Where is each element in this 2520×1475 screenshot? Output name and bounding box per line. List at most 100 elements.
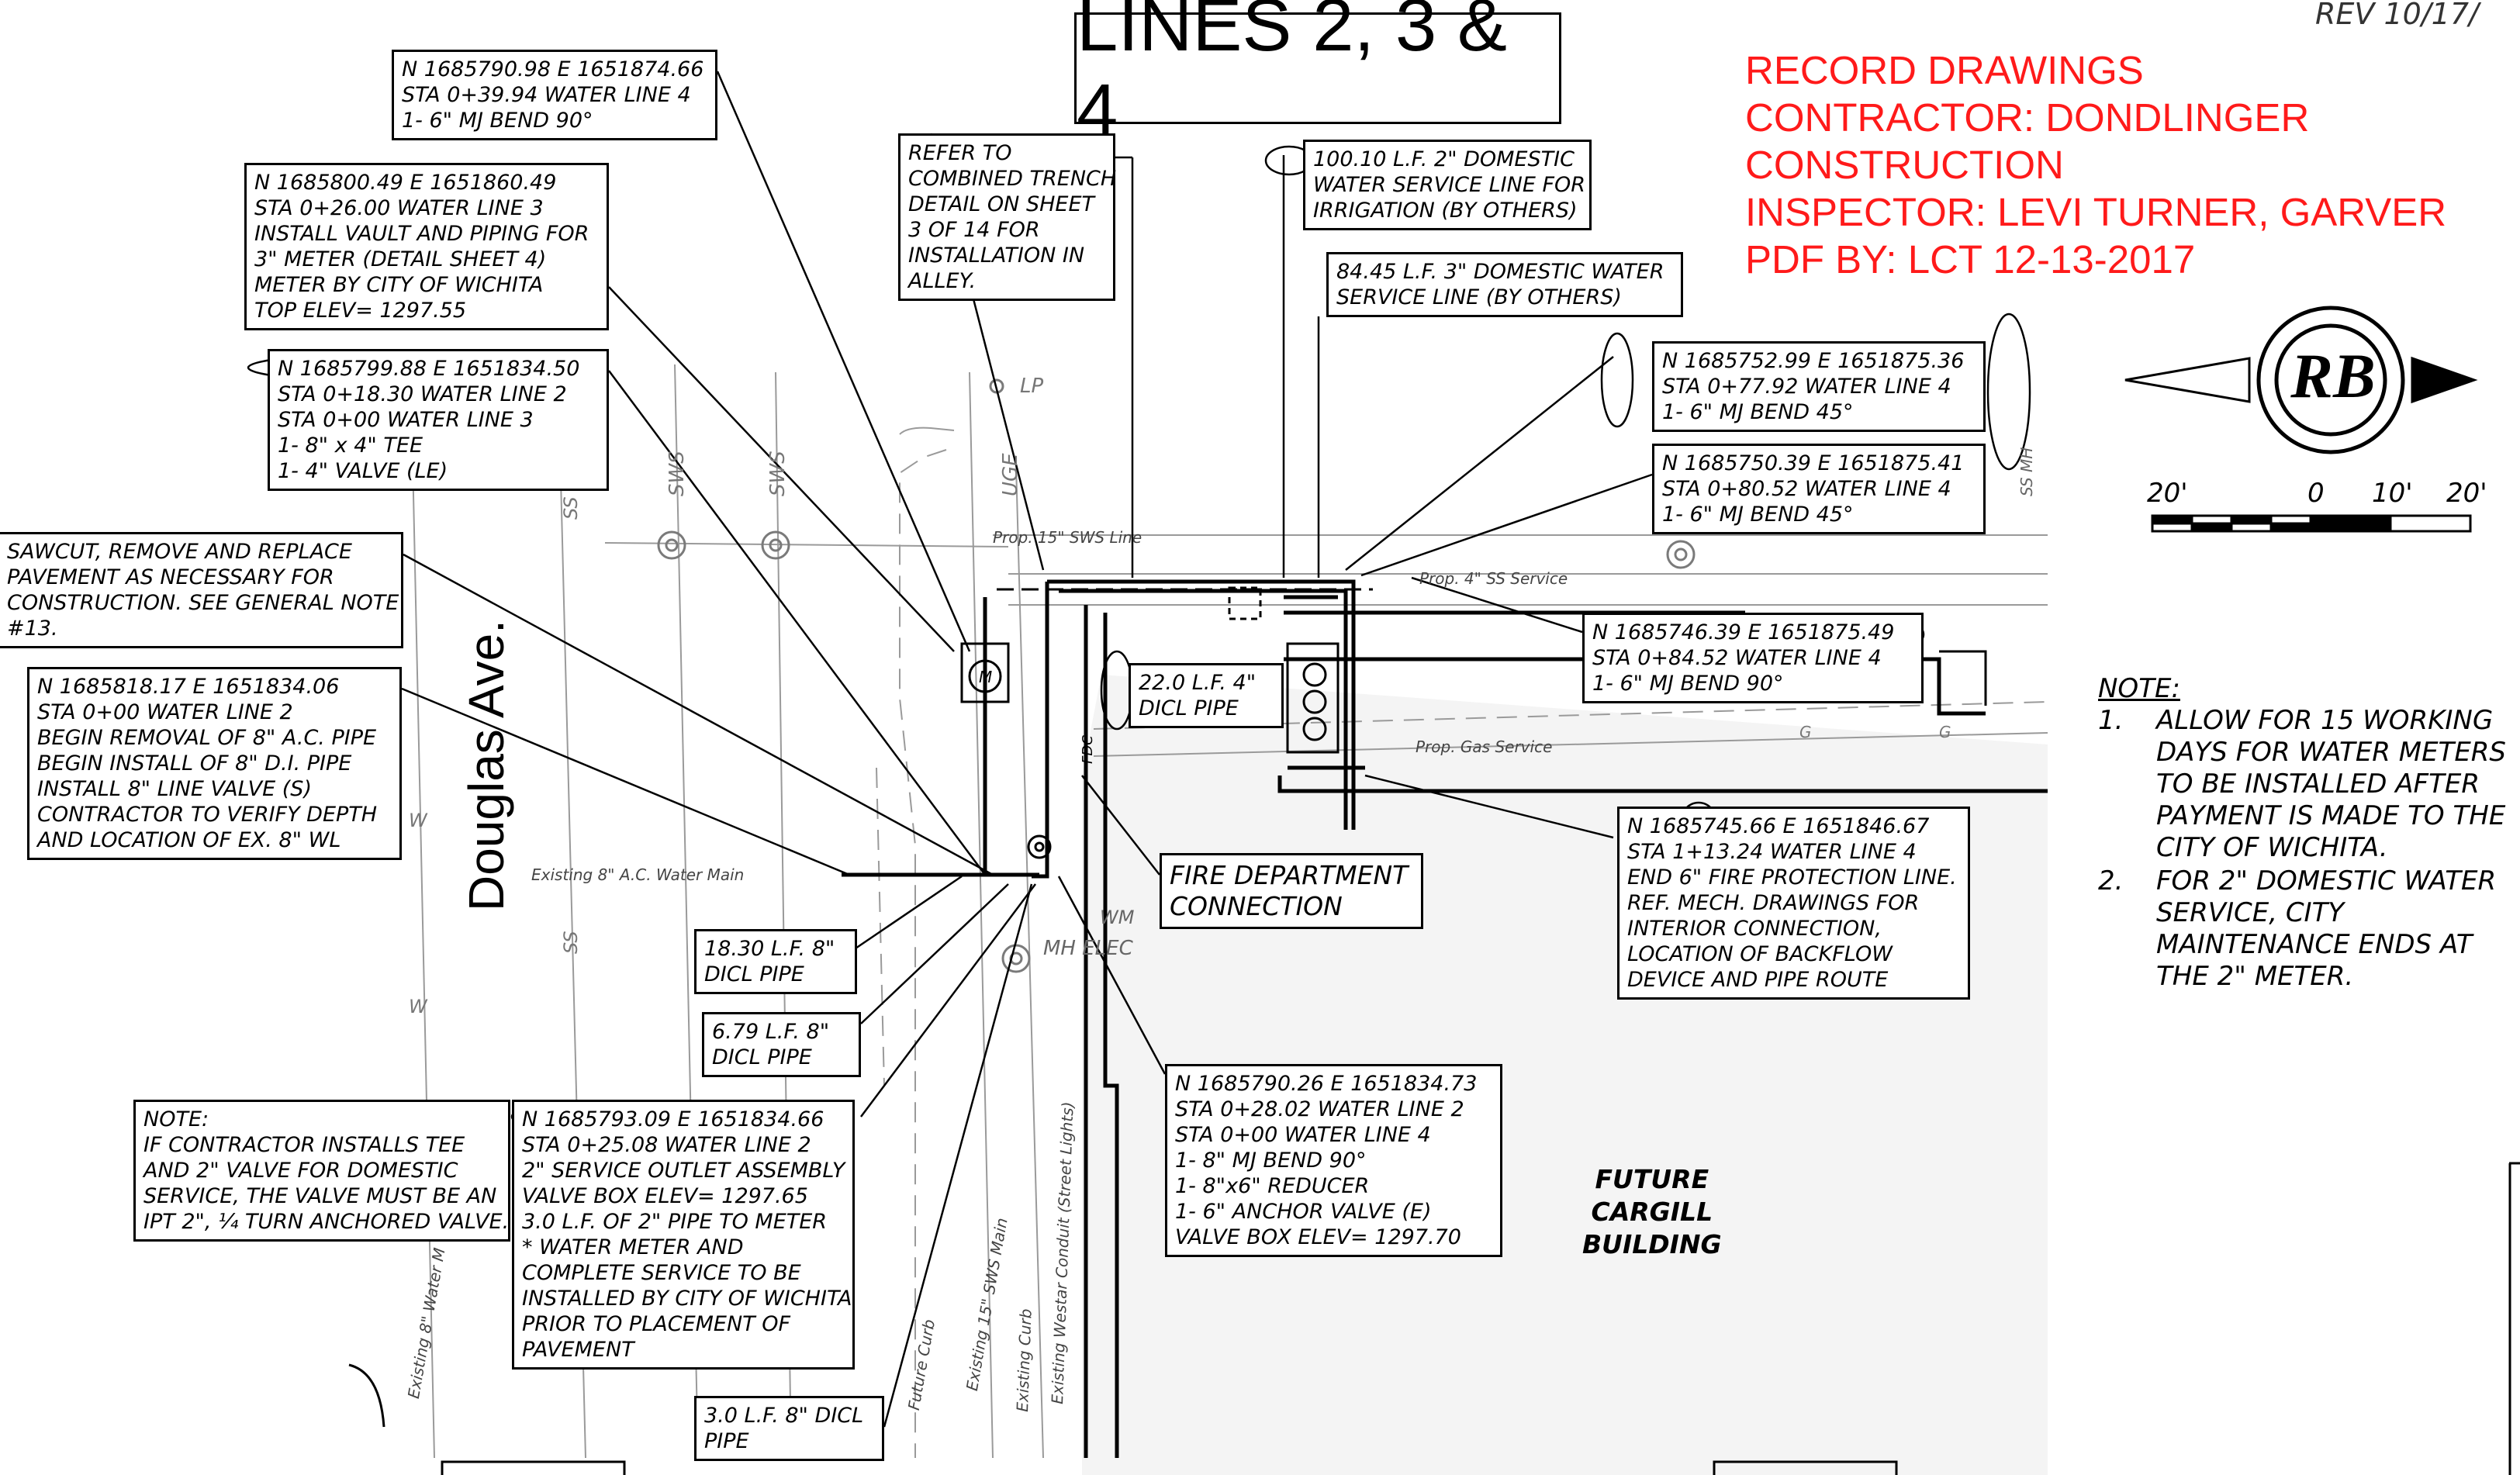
- callout-domestic-3in: 84.45 L.F. 3" DOMESTIC WATER SERVICE LIN…: [1326, 252, 1683, 317]
- logo-rb: RB: [2290, 340, 2376, 411]
- callout-line: STA 0+18.30 WATER LINE 2: [278, 382, 567, 406]
- callout-line: COMPLETE SERVICE TO BE: [522, 1261, 801, 1285]
- callout-line: STA 0+77.92 WATER LINE 4: [1662, 375, 1951, 399]
- callout-line: STA 1+13.24 WATER LINE 4: [1627, 840, 1917, 864]
- note-line: THE 2" METER.: [2156, 961, 2354, 992]
- note-line: MAINTENANCE ENDS AT: [2156, 929, 2473, 960]
- callout-line: 1- 8" MJ BEND 90°: [1175, 1149, 1367, 1173]
- callout-line: 6.79 L.F. 8": [712, 1020, 830, 1044]
- callout-line: INTERIOR CONNECTION,: [1627, 917, 1882, 941]
- callout-contractor-note: NOTE: IF CONTRACTOR INSTALLS TEE AND 2" …: [133, 1100, 510, 1242]
- callout-line: STA 0+84.52 WATER LINE 4: [1592, 646, 1882, 670]
- callout-line: DICL PIPE: [1139, 696, 1239, 720]
- callout-line: STA 0+00 WATER LINE 2: [37, 700, 293, 724]
- callout-line: N 1685818.17 E 1651834.06: [37, 675, 340, 699]
- callout-line: 18.30 L.F. 8": [704, 937, 835, 961]
- note-line: CITY OF WICHITA.: [2156, 832, 2388, 863]
- callout-line: 22.0 L.F. 4": [1139, 671, 1257, 695]
- callout-line: 1- 8" x 4" TEE: [278, 434, 423, 458]
- callout-line: N 1685793.09 E 1651834.66: [522, 1107, 824, 1131]
- callout-wl4-bend90-a: N 1685790.98 E 1651874.66 STA 0+39.94 WA…: [392, 50, 717, 140]
- note-line: ALLOW FOR 15 WORKING: [2156, 705, 2494, 736]
- label-sws-line: Prop. 15" SWS Line: [993, 528, 1142, 547]
- note-number: 2.: [2098, 865, 2124, 896]
- callout-wl4-bend45-a: N 1685752.99 E 1651875.36 STA 0+77.92 WA…: [1652, 341, 1986, 432]
- callout-sawcut: SAWCUT, REMOVE AND REPLACE PAVEMENT AS N…: [0, 532, 403, 648]
- callout-line: * WATER METER AND: [522, 1235, 744, 1259]
- callout-line: N 1685790.26 E 1651834.73: [1175, 1072, 1478, 1096]
- label-existing-curb: Existing Curb: [1012, 1308, 1035, 1413]
- callout-line: 1- 4" VALVE (LE): [278, 459, 448, 483]
- notes-heading: NOTE:: [2098, 673, 2180, 704]
- label-w-2: W: [409, 996, 427, 1017]
- label-meter: M: [979, 668, 993, 686]
- callout-line: COMBINED TRENCH: [908, 167, 1117, 191]
- callout-line: 1- 8"x6" REDUCER: [1175, 1174, 1370, 1198]
- callout-wl2-begin: N 1685818.17 E 1651834.06 STA 0+00 WATER…: [27, 667, 402, 860]
- callout-line: SERVICE, THE VALVE MUST BE AN: [143, 1184, 497, 1208]
- building-line: FUTURE: [1595, 1164, 1709, 1194]
- callout-line: STA 0+25.08 WATER LINE 2: [522, 1133, 811, 1157]
- label-sws-1: SWS: [766, 451, 790, 496]
- fire-department-connection: FIRE DEPARTMENT CONNECTION: [1160, 853, 1423, 929]
- record-line: CONTRACTOR: DONDLINGER: [1745, 95, 2310, 140]
- callout-wl2-tee: N 1685799.88 E 1651834.50 STA 0+18.30 WA…: [268, 349, 609, 491]
- callout-line: NOTE:: [143, 1107, 209, 1131]
- record-line: RECORD DRAWINGS: [1745, 48, 2144, 92]
- sheet-title: LINES 2, 3 & 4: [1074, 0, 1561, 152]
- callout-line: IF CONTRACTOR INSTALLS TEE: [143, 1133, 465, 1157]
- building-line: CARGILL: [1591, 1197, 1713, 1227]
- callout-line: 2" SERVICE OUTLET ASSEMBLY: [522, 1159, 845, 1183]
- callout-line: LOCATION OF BACKFLOW: [1627, 942, 1893, 966]
- building-label: FUTURE CARGILL BUILDING: [1582, 1163, 1722, 1261]
- note-line: TO BE INSTALLED AFTER: [2156, 769, 2480, 800]
- callout-line: STA 0+28.02 WATER LINE 2: [1175, 1097, 1464, 1121]
- scale-label-mid: 10': [2372, 478, 2413, 509]
- general-notes: NOTE: 1. ALLOW FOR 15 WORKING DAYS FOR W…: [2098, 673, 2506, 993]
- label-uge: UGE: [999, 453, 1022, 496]
- callout-line: VALVE BOX ELEV= 1297.65: [522, 1184, 808, 1208]
- label-gas-service: Prop. Gas Service: [1416, 738, 1553, 756]
- callout-dicl-3: 3.0 L.F. 8" DICL PIPE: [694, 1396, 884, 1461]
- scale-bar: [2151, 514, 2472, 533]
- callout-line: N 1685745.66 E 1651846.67: [1627, 814, 1930, 838]
- callout-dicl-4in: 22.0 L.F. 4" DICL PIPE: [1129, 663, 1284, 728]
- callout-wl2-service: N 1685793.09 E 1651834.66 STA 0+25.08 WA…: [512, 1100, 855, 1370]
- callout-line: #13.: [7, 617, 58, 641]
- record-line: PDF BY: LCT 12-13-2017: [1745, 237, 2196, 282]
- callout-line: N 1685800.49 E 1651860.49: [254, 171, 557, 195]
- callout-line: 84.45 L.F. 3" DOMESTIC WATER: [1336, 260, 1664, 284]
- scale-label-right: 20': [2446, 478, 2487, 509]
- callout-line: CONTRACTOR TO VERIFY DEPTH: [37, 803, 378, 827]
- callout-wl4-bend45-b: N 1685750.39 E 1651875.41 STA 0+80.52 WA…: [1652, 444, 1986, 534]
- label-lp-top: LP: [1020, 375, 1044, 398]
- label-fdc: FDC: [1080, 735, 1096, 764]
- callout-wl4-end: N 1685745.66 E 1651846.67 STA 1+13.24 WA…: [1617, 807, 1970, 1000]
- note-line: PAYMENT IS MADE TO THE: [2156, 800, 2506, 831]
- record-drawings-block: RECORD DRAWINGS CONTRACTOR: DONDLINGER C…: [1745, 47, 2446, 283]
- callout-wl4-bend90-b: N 1685746.39 E 1651875.49 STA 0+84.52 WA…: [1582, 613, 1924, 703]
- callout-line: BEGIN INSTALL OF 8" D.I. PIPE: [37, 751, 352, 775]
- callout-refer-trench: REFER TO COMBINED TRENCH DETAIL ON SHEET…: [898, 133, 1117, 301]
- callout-line: VALVE BOX ELEV= 1297.70: [1175, 1225, 1461, 1249]
- label-wm: WM: [1100, 907, 1135, 928]
- callout-line: N 1685799.88 E 1651834.50: [278, 357, 580, 381]
- callout-line: TOP ELEV= 1297.55: [254, 299, 467, 323]
- north-arrow: [2124, 306, 2478, 454]
- callout-line: SERVICE LINE (BY OTHERS): [1336, 285, 1622, 309]
- record-line: INSPECTOR: LEVI TURNER, GARVER: [1745, 190, 2447, 234]
- scale-label-zero: 0: [2307, 478, 2325, 509]
- callout-line: INSTALL VAULT AND PIPING FOR: [254, 222, 589, 246]
- label-w-1: W: [409, 810, 427, 831]
- callout-line: STA 0+39.94 WATER LINE 4: [402, 83, 691, 107]
- callout-line: N 1685752.99 E 1651875.36: [1662, 349, 1965, 373]
- callout-line: METER BY CITY OF WICHITA: [254, 273, 544, 297]
- callout-line: N 1685790.98 E 1651874.66: [402, 57, 704, 81]
- note-item: 2. FOR 2" DOMESTIC WATER SERVICE, CITY M…: [2098, 865, 2506, 993]
- callout-line: SAWCUT, REMOVE AND REPLACE: [7, 540, 352, 564]
- label-existing-main: Existing 8" A.C. Water Main: [531, 865, 745, 884]
- callout-line: 3.0 L.F. OF 2" PIPE TO METER: [522, 1210, 828, 1234]
- callout-line: INSTALLATION IN: [908, 244, 1085, 268]
- callout-line: STA 0+00 WATER LINE 4: [1175, 1123, 1431, 1147]
